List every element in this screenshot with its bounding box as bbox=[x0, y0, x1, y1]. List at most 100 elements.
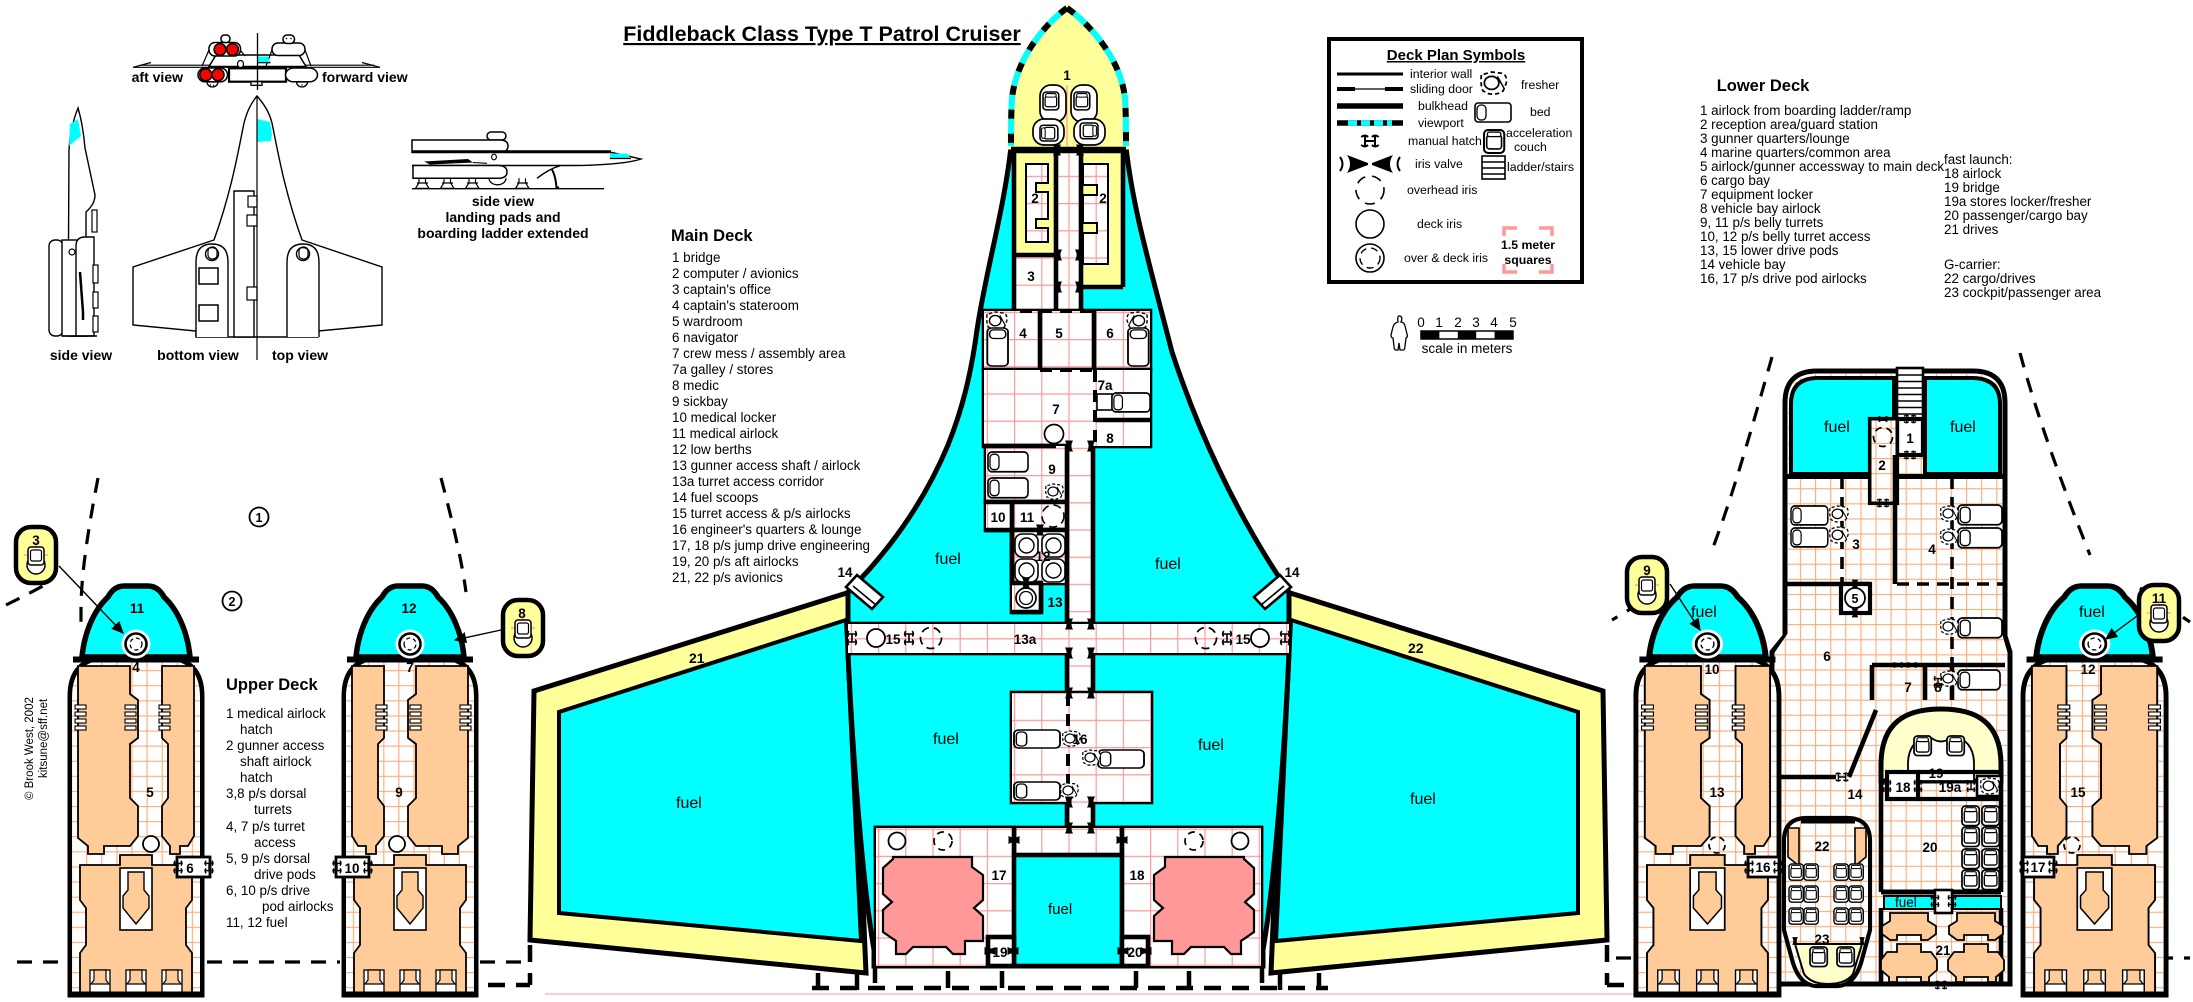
svg-text:21: 21 bbox=[689, 650, 705, 666]
svg-text:22: 22 bbox=[1814, 839, 1829, 854]
svg-text:14 fuel scoops: 14 fuel scoops bbox=[672, 490, 759, 505]
svg-text:13a turret access corridor: 13a turret access corridor bbox=[672, 474, 824, 489]
svg-text:1: 1 bbox=[1435, 315, 1443, 330]
svg-text:fuel: fuel bbox=[1895, 895, 1917, 910]
svg-text:access: access bbox=[254, 835, 296, 850]
svg-text:17, 18 p/s jump drive engineer: 17, 18 p/s jump drive engineering bbox=[672, 538, 870, 553]
svg-text:scale in meters: scale in meters bbox=[1422, 341, 1513, 356]
svg-text:6, 10 p/s drive: 6, 10 p/s drive bbox=[226, 883, 310, 898]
svg-text:hatch: hatch bbox=[240, 722, 273, 737]
svg-text:fuel: fuel bbox=[676, 795, 702, 812]
svg-text:interior wall: interior wall bbox=[1410, 67, 1472, 81]
svg-text:11: 11 bbox=[1020, 510, 1035, 525]
svg-text:landing pads and: landing pads and bbox=[445, 209, 560, 225]
svg-text:17: 17 bbox=[991, 868, 1006, 883]
svg-text:kitsune@sff.net: kitsune@sff.net bbox=[38, 698, 50, 778]
svg-text:16, 17 p/s drive pod airlocks: 16, 17 p/s drive pod airlocks bbox=[1700, 271, 1867, 286]
svg-text:19: 19 bbox=[1928, 766, 1943, 781]
svg-text:20 passenger/cargo bay: 20 passenger/cargo bay bbox=[1944, 208, 2088, 223]
svg-text:2 reception area/guard station: 2 reception area/guard station bbox=[1700, 117, 1878, 132]
svg-text:6: 6 bbox=[186, 861, 194, 876]
svg-text:Upper Deck: Upper Deck bbox=[226, 676, 319, 694]
svg-text:ladder/stairs: ladder/stairs bbox=[1507, 160, 1574, 174]
svg-text:couch: couch bbox=[1514, 140, 1547, 154]
svg-text:3: 3 bbox=[1027, 269, 1035, 284]
svg-text:12 low berths: 12 low berths bbox=[672, 442, 752, 457]
svg-text:fuel: fuel bbox=[1155, 556, 1181, 573]
svg-text:5, 9 p/s dorsal: 5, 9 p/s dorsal bbox=[226, 851, 310, 866]
svg-text:9 sickbay: 9 sickbay bbox=[672, 394, 728, 409]
svg-text:Lower Deck: Lower Deck bbox=[1717, 77, 1810, 95]
svg-text:iris valve: iris valve bbox=[1415, 157, 1463, 171]
svg-text:12: 12 bbox=[2080, 662, 2095, 677]
svg-text:7a: 7a bbox=[1097, 378, 1113, 393]
svg-text:8 medic: 8 medic bbox=[672, 378, 719, 393]
svg-text:5: 5 bbox=[146, 785, 154, 800]
svg-text:5: 5 bbox=[1055, 326, 1063, 341]
svg-text:manual hatch: manual hatch bbox=[1408, 134, 1482, 148]
svg-text:9: 9 bbox=[1643, 563, 1651, 578]
svg-text:6: 6 bbox=[1106, 326, 1114, 341]
svg-text:fuel: fuel bbox=[1691, 604, 1717, 621]
svg-text:2: 2 bbox=[229, 595, 236, 609]
svg-text:4 marine quarters/common area: 4 marine quarters/common area bbox=[1700, 145, 1891, 160]
svg-text:12: 12 bbox=[401, 601, 416, 616]
svg-text:19, 20 p/s aft airlocks: 19, 20 p/s aft airlocks bbox=[672, 554, 799, 569]
svg-text:fresher: fresher bbox=[1521, 78, 1559, 92]
svg-text:bottom view: bottom view bbox=[157, 347, 239, 363]
svg-text:6 navigator: 6 navigator bbox=[672, 330, 739, 345]
svg-text:15: 15 bbox=[885, 632, 901, 647]
svg-text:turrets: turrets bbox=[254, 802, 292, 817]
svg-text:6 cargo bay: 6 cargo bay bbox=[1700, 173, 1770, 188]
svg-text:2: 2 bbox=[1099, 191, 1107, 206]
svg-text:Main Deck: Main Deck bbox=[671, 227, 753, 245]
svg-text:drive pods: drive pods bbox=[254, 867, 316, 882]
svg-text:1 medical airlock: 1 medical airlock bbox=[226, 706, 326, 721]
svg-text:pod airlocks: pod airlocks bbox=[262, 899, 334, 914]
svg-text:2: 2 bbox=[1031, 191, 1039, 206]
svg-text:fuel: fuel bbox=[1824, 419, 1850, 436]
svg-text:side view: side view bbox=[50, 347, 112, 363]
svg-text:18: 18 bbox=[1895, 780, 1911, 795]
svg-text:bulkhead: bulkhead bbox=[1418, 99, 1468, 113]
svg-text:over & deck iris: over & deck iris bbox=[1404, 251, 1488, 265]
svg-text:22 cargo/drives: 22 cargo/drives bbox=[1944, 271, 2036, 286]
svg-text:17: 17 bbox=[2030, 860, 2045, 875]
svg-text:0: 0 bbox=[1417, 315, 1425, 330]
svg-text:19: 19 bbox=[992, 945, 1007, 960]
svg-text:7: 7 bbox=[1904, 680, 1912, 695]
svg-text:4, 7 p/s turret: 4, 7 p/s turret bbox=[226, 819, 305, 834]
svg-text:15: 15 bbox=[2070, 785, 2086, 800]
svg-text:14 vehicle bay: 14 vehicle bay bbox=[1700, 257, 1786, 272]
svg-text:3 gunner quarters/lounge: 3 gunner quarters/lounge bbox=[1700, 131, 1850, 146]
svg-text:© Brook West, 2002: © Brook West, 2002 bbox=[24, 697, 36, 800]
svg-text:acceleration: acceleration bbox=[1506, 126, 1572, 140]
svg-text:9: 9 bbox=[395, 785, 403, 800]
svg-text:fuel: fuel bbox=[1198, 737, 1224, 754]
svg-text:7: 7 bbox=[406, 660, 414, 675]
svg-text:hatch: hatch bbox=[240, 770, 273, 785]
svg-text:3: 3 bbox=[1852, 537, 1860, 552]
svg-text:16: 16 bbox=[1755, 860, 1771, 875]
svg-text:13: 13 bbox=[1709, 785, 1725, 800]
svg-text:2 gunner access: 2 gunner access bbox=[226, 738, 325, 753]
svg-text:14: 14 bbox=[837, 565, 853, 580]
svg-text:bed: bed bbox=[1530, 105, 1551, 119]
svg-text:4: 4 bbox=[1928, 542, 1936, 557]
svg-text:9, 11 p/s belly turrets: 9, 11 p/s belly turrets bbox=[1700, 215, 1824, 230]
svg-text:16: 16 bbox=[1072, 732, 1088, 747]
svg-text:11 medical airlock: 11 medical airlock bbox=[672, 426, 778, 441]
svg-text:1: 1 bbox=[1063, 68, 1071, 83]
svg-text:21, 22 p/s avionics: 21, 22 p/s avionics bbox=[672, 570, 783, 585]
svg-text:14: 14 bbox=[1847, 787, 1863, 802]
svg-text:15: 15 bbox=[1235, 632, 1251, 647]
svg-text:viewport: viewport bbox=[1418, 116, 1464, 130]
svg-text:23 cockpit/passenger area: 23 cockpit/passenger area bbox=[1944, 285, 2102, 300]
svg-text:2: 2 bbox=[1878, 458, 1886, 473]
svg-text:13 gunner access shaft / airlo: 13 gunner access shaft / airlock bbox=[672, 458, 861, 473]
svg-text:2 computer / avionics: 2 computer / avionics bbox=[672, 266, 799, 281]
svg-text:7 crew mess / assembly area: 7 crew mess / assembly area bbox=[672, 346, 846, 361]
svg-text:overhead iris: overhead iris bbox=[1407, 183, 1477, 197]
svg-text:23: 23 bbox=[1814, 932, 1830, 947]
svg-text:13: 13 bbox=[1047, 595, 1063, 610]
